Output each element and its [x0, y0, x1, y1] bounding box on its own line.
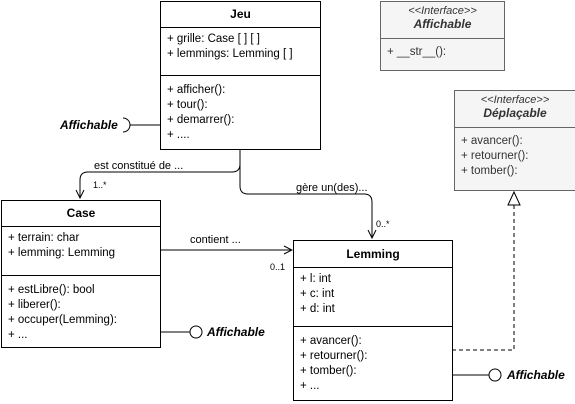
attribute: + terrain: char	[8, 232, 80, 244]
attribute: + lemming: Lemming	[8, 247, 116, 259]
interface-affichable-header: <<Interface>> Affichable	[381, 2, 504, 39]
interface-deplacable[interactable]: <<Interface>> Déplaçable + avancer(): + …	[454, 90, 575, 191]
jeu-affichable-socket-icon	[122, 117, 131, 133]
method: + retourner():	[461, 150, 529, 162]
interface-deplacable-methods: + avancer(): + retourner(): + tomber():	[455, 128, 575, 183]
case-lemming-label: contient ...	[190, 234, 241, 246]
class-lemming-name: Lemming	[346, 247, 400, 261]
attribute: + grille: Case [ ] [ ]	[167, 33, 260, 45]
attribute: + d: int	[300, 303, 335, 315]
class-jeu-header: Jeu	[161, 2, 320, 28]
jeu-affichable-label: Affichable	[60, 118, 118, 132]
interface-deplacable-header: <<Interface>> Déplaçable	[455, 91, 575, 128]
class-case-header: Case	[2, 201, 160, 227]
attribute: + lemmings: Lemming [ ]	[167, 48, 293, 60]
method: + ...	[300, 380, 320, 392]
class-jeu-name: Jeu	[230, 7, 251, 21]
jeu-lemming-association	[239, 150, 372, 238]
case-lemming-multiplicity: 0..1	[270, 262, 286, 272]
method: + estLibre(): bool	[8, 284, 95, 296]
interface-deplacable-name: Déplaçable	[483, 106, 547, 120]
realization-triangle-icon	[507, 190, 521, 206]
method: + liberer():	[8, 299, 61, 311]
jeu-lemming-label: gère un(des)...	[296, 182, 368, 194]
method: + avancer():	[461, 135, 523, 147]
class-jeu-attributes: + grille: Case [ ] [ ] + lemmings: Lemmi…	[161, 28, 320, 75]
class-case-name: Case	[66, 206, 96, 220]
interface-deplacable-stereotype: <<Interface>>	[480, 94, 550, 106]
method: + retourner():	[300, 350, 368, 362]
interface-affichable-methods: + __str__():	[381, 39, 504, 64]
interface-affichable[interactable]: <<Interface>> Affichable + __str__():	[380, 1, 505, 71]
method: + ...	[8, 329, 28, 341]
class-case-attributes: + terrain: char + lemming: Lemming	[2, 227, 160, 275]
method: + tomber():	[461, 165, 518, 177]
class-case-methods: + estLibre(): bool + liberer(): + occupe…	[2, 275, 160, 347]
lemming-affichable-label: Affichable	[507, 368, 565, 382]
attribute: + c: int	[300, 288, 335, 300]
method: + ....	[167, 129, 190, 141]
class-jeu-methods: + afficher(): + tour(): + demarrer(): + …	[161, 75, 320, 147]
class-lemming-attributes: + l: int + c: int + d: int	[294, 268, 452, 326]
method: + demarrer():	[167, 114, 235, 126]
class-lemming[interactable]: Lemming + l: int + c: int + d: int + ava…	[293, 240, 453, 401]
jeu-lemming-multiplicity: 0..*	[376, 219, 390, 229]
interface-affichable-name: Affichable	[413, 17, 472, 31]
method: + tour():	[167, 99, 208, 111]
lemming-deplacable-realization	[452, 205, 515, 351]
lemming-affichable-lollipop-icon	[488, 368, 502, 382]
class-case[interactable]: Case + terrain: char + lemming: Lemming …	[1, 200, 161, 348]
class-jeu[interactable]: Jeu + grille: Case [ ] [ ] + lemmings: L…	[160, 1, 321, 150]
jeu-case-association	[80, 150, 241, 198]
attribute: + l: int	[300, 273, 332, 285]
interface-affichable-stereotype: <<Interface>>	[408, 5, 477, 17]
method: + occuper(Lemming):	[8, 314, 117, 326]
case-affichable-label: Affichable	[207, 325, 265, 339]
method: + tomber():	[300, 365, 357, 377]
method: + afficher():	[167, 84, 226, 96]
case-affichable-lollipop-icon	[189, 325, 203, 339]
class-lemming-methods: + avancer(): + retourner(): + tomber(): …	[294, 326, 452, 398]
class-lemming-header: Lemming	[294, 241, 452, 268]
method: + __str__():	[387, 46, 447, 58]
jeu-case-label: est constitué de ...	[94, 160, 184, 172]
method: + avancer():	[300, 335, 362, 347]
jeu-case-multiplicity: 1..*	[93, 180, 107, 190]
